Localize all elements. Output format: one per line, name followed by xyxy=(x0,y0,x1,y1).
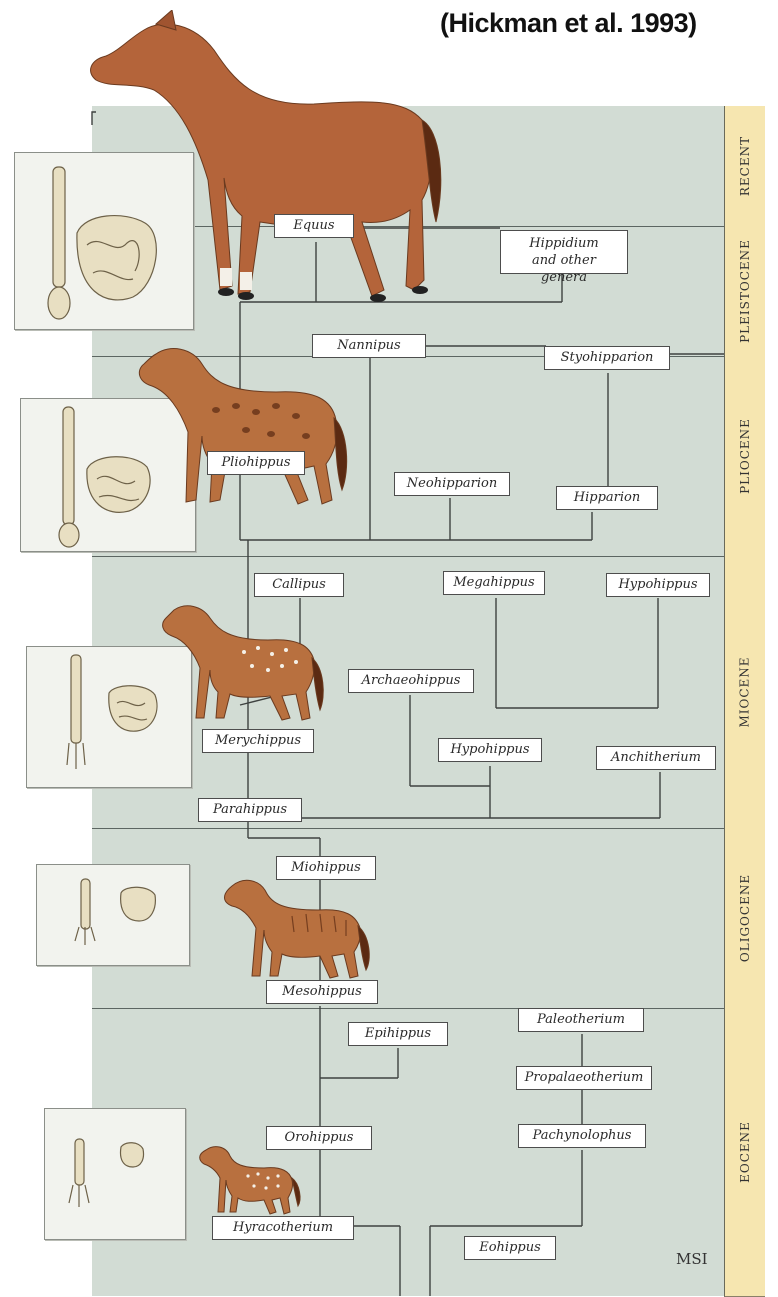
genus-label-anchitherium: Anchitherium xyxy=(596,746,716,770)
genus-label-paleotherium: Paleotherium xyxy=(518,1008,644,1032)
genus-label-epihippus: Epihippus xyxy=(348,1022,448,1046)
genus-label-nannipus: Nannipus xyxy=(312,334,426,358)
artist-signature: MSI xyxy=(676,1250,708,1268)
genus-label-archaeohippus: Archaeohippus xyxy=(348,669,474,693)
horse-merychippus-illustration xyxy=(160,600,330,726)
genus-label-pliohippus: Pliohippus xyxy=(207,451,305,475)
genus-label-hyracotherium: Hyracotherium xyxy=(212,1216,354,1240)
genus-label-pachynolophus: Pachynolophus xyxy=(518,1124,646,1148)
genus-label-propalaeotherium: Propalaeotherium xyxy=(516,1066,652,1090)
horse-pliohippus-illustration xyxy=(136,340,356,510)
genus-label-megahippus: Megahippus xyxy=(443,571,545,595)
genus-label-miohippus: Miohippus xyxy=(276,856,376,880)
horse-hyracotherium-illustration xyxy=(198,1142,304,1216)
fossil-box-oligocene xyxy=(36,864,190,966)
horse-equus-illustration xyxy=(84,10,454,310)
genus-label-parahippus: Parahippus xyxy=(198,798,302,822)
genus-label-hippidium: Hippidium and other genera xyxy=(500,230,628,274)
foot-bone-fossil-icon xyxy=(45,1109,185,1239)
genus-label-hypohippus-top: Hypohippus xyxy=(606,573,710,597)
genus-label-merychippus: Merychippus xyxy=(202,729,314,753)
genus-label-mesohippus: Mesohippus xyxy=(266,980,378,1004)
genus-label-equus: Equus xyxy=(274,214,354,238)
fossil-box-eocene xyxy=(44,1108,186,1240)
horse-mesohippus-illustration xyxy=(222,872,378,982)
genus-label-styohipparion: Styohipparion xyxy=(544,346,670,370)
genus-label-hypohippus-mid: Hypohippus xyxy=(438,738,542,762)
foot-bone-fossil-icon xyxy=(37,865,189,965)
genus-label-callipus: Callipus xyxy=(254,573,344,597)
genus-label-neohipparion: Neohipparion xyxy=(394,472,510,496)
genus-label-hipparion: Hipparion xyxy=(556,486,658,510)
genus-label-orohippus: Orohippus xyxy=(266,1126,372,1150)
genus-label-eohippus: Eohippus xyxy=(464,1236,556,1260)
